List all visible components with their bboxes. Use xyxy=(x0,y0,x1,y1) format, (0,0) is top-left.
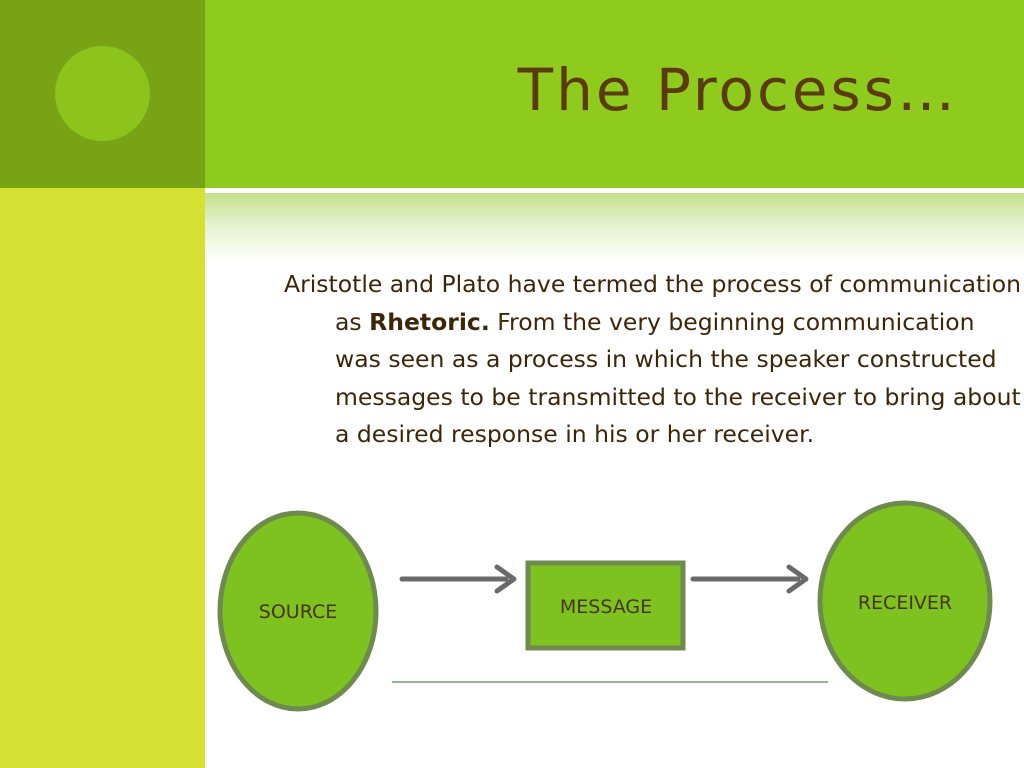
slide-title: The Process… xyxy=(517,56,958,124)
receiver-label: RECEIVER xyxy=(858,592,952,614)
receiver-node xyxy=(817,500,993,702)
message-node xyxy=(525,560,686,651)
source-node xyxy=(217,510,379,712)
decorative-circle xyxy=(55,46,150,141)
title-separator xyxy=(205,188,1024,193)
title-bar: The Process… xyxy=(205,0,1024,188)
message-label: MESSAGE xyxy=(560,596,652,618)
gradient-band xyxy=(205,193,1024,263)
body-text-part1: Aristotle and Plato have termed the proc… xyxy=(284,270,1022,336)
left-accent-strip xyxy=(0,188,205,768)
rhetoric-emphasis: Rhetoric. xyxy=(369,307,490,336)
body-text-part2: From the very beginning communication wa… xyxy=(335,307,1021,449)
arrow-source-to-message xyxy=(399,564,517,594)
arrow-message-to-receiver xyxy=(690,564,809,594)
corner-block xyxy=(0,0,205,188)
body-paragraph: Aristotle and Plato have termed the proc… xyxy=(284,266,1024,454)
source-label: SOURCE xyxy=(259,601,337,623)
